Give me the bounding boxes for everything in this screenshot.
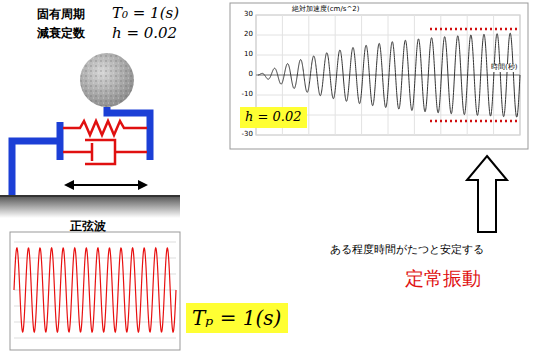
mass (80, 53, 134, 107)
grid-line (14, 338, 176, 339)
motion-arrow (64, 180, 148, 190)
tick-label: -30 (242, 131, 253, 139)
frame (12, 107, 150, 196)
input-chart-grid (14, 242, 176, 338)
input-chart-frame (10, 232, 180, 350)
input-label: 正弦波 (70, 220, 106, 233)
response-chart-frame (230, 3, 528, 149)
tick-label: 0 (249, 71, 253, 79)
damper (63, 140, 147, 164)
tick-label: 30 (244, 11, 253, 19)
axis-title: 時間(秒) (490, 64, 518, 72)
response-wave (258, 33, 520, 117)
ground (0, 196, 180, 218)
input-sine-wave (14, 248, 176, 332)
tick-label: 20 (244, 31, 253, 39)
ground-line (0, 195, 180, 197)
spring (63, 121, 147, 135)
steady-amplitude-lines (430, 29, 518, 121)
mass-texture (80, 53, 134, 107)
grid-line (14, 242, 176, 243)
note: ある程度時間がたつと安定する (330, 244, 484, 256)
highlight-text: Tₚ = 1(s) (192, 307, 282, 329)
highlight-term: 定常振動 (405, 268, 481, 289)
parameter-value: h = 0.02 (112, 25, 177, 42)
tick-label: -10 (242, 91, 253, 99)
tick-label: 10 (244, 51, 253, 59)
parameter-name: 固有周期 (37, 8, 85, 21)
axis-title: 絶対加速度(cm/s^2) (292, 6, 359, 14)
highlight-box: Tₚ = 1(s) (186, 303, 288, 333)
up-arrow (467, 156, 507, 232)
parameter-name: 減衰定数 (37, 27, 85, 40)
highlight-text: h = 0.02 (245, 110, 302, 124)
highlight-box: h = 0.02 (240, 107, 307, 128)
parameter-value: T₀ = 1(s) (112, 5, 179, 22)
